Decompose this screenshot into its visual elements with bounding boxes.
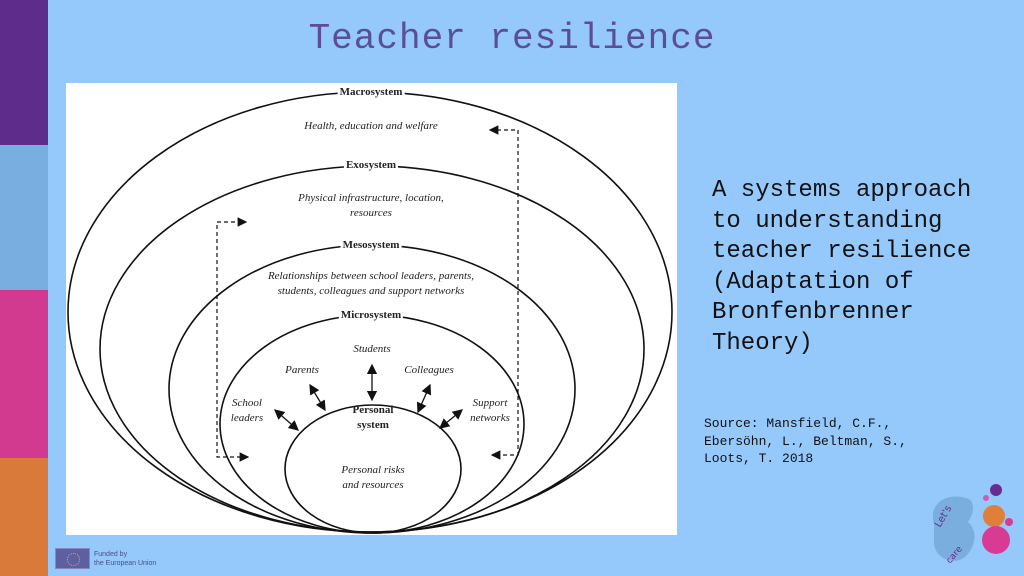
bronfenbrenner-diagram: Macrosystem Health, education and welfar… bbox=[66, 83, 677, 535]
personal-system-ellipse bbox=[284, 404, 462, 534]
meso-desc: Relationships between school leaders, pa… bbox=[267, 270, 475, 297]
dashed-arrow-right bbox=[488, 125, 519, 460]
exosystem-label: Exosystem bbox=[343, 158, 399, 173]
stripe-blue bbox=[0, 145, 48, 290]
macro-desc: Health, education and welfare bbox=[304, 120, 438, 132]
parents-label: Parents bbox=[285, 364, 319, 376]
slide-title: Teacher resilience bbox=[308, 18, 716, 59]
lets-care-logo: Let's care bbox=[932, 484, 1013, 566]
arrow-school-leaders bbox=[274, 409, 299, 431]
stripe-purple bbox=[0, 0, 48, 145]
microsystem-label: Microsystem bbox=[338, 308, 404, 323]
funding-text: Funded by the European Union bbox=[94, 550, 157, 567]
arrow-support-networks bbox=[438, 409, 464, 429]
exo-desc: Physical infrastructure, location,resour… bbox=[298, 192, 444, 219]
stripe-pink bbox=[0, 290, 48, 458]
arrow-parents bbox=[309, 383, 326, 412]
students-label: Students bbox=[353, 343, 391, 355]
source-citation: Source: Mansfield, C.F., Ebersöhn, L., B… bbox=[704, 416, 907, 466]
eu-funding-badge: Funded by the European Union bbox=[55, 548, 156, 569]
macrosystem-label: Macrosystem bbox=[337, 85, 405, 100]
diagram-caption: A systems approach to understanding teac… bbox=[712, 177, 972, 357]
colleagues-label: Colleagues bbox=[404, 364, 454, 376]
stripe-orange bbox=[0, 458, 48, 576]
arrow-colleagues bbox=[416, 383, 432, 414]
mesosystem-label: Mesosystem bbox=[340, 238, 402, 253]
eu-flag-icon bbox=[55, 548, 90, 569]
dashed-arrow-left bbox=[216, 217, 250, 462]
